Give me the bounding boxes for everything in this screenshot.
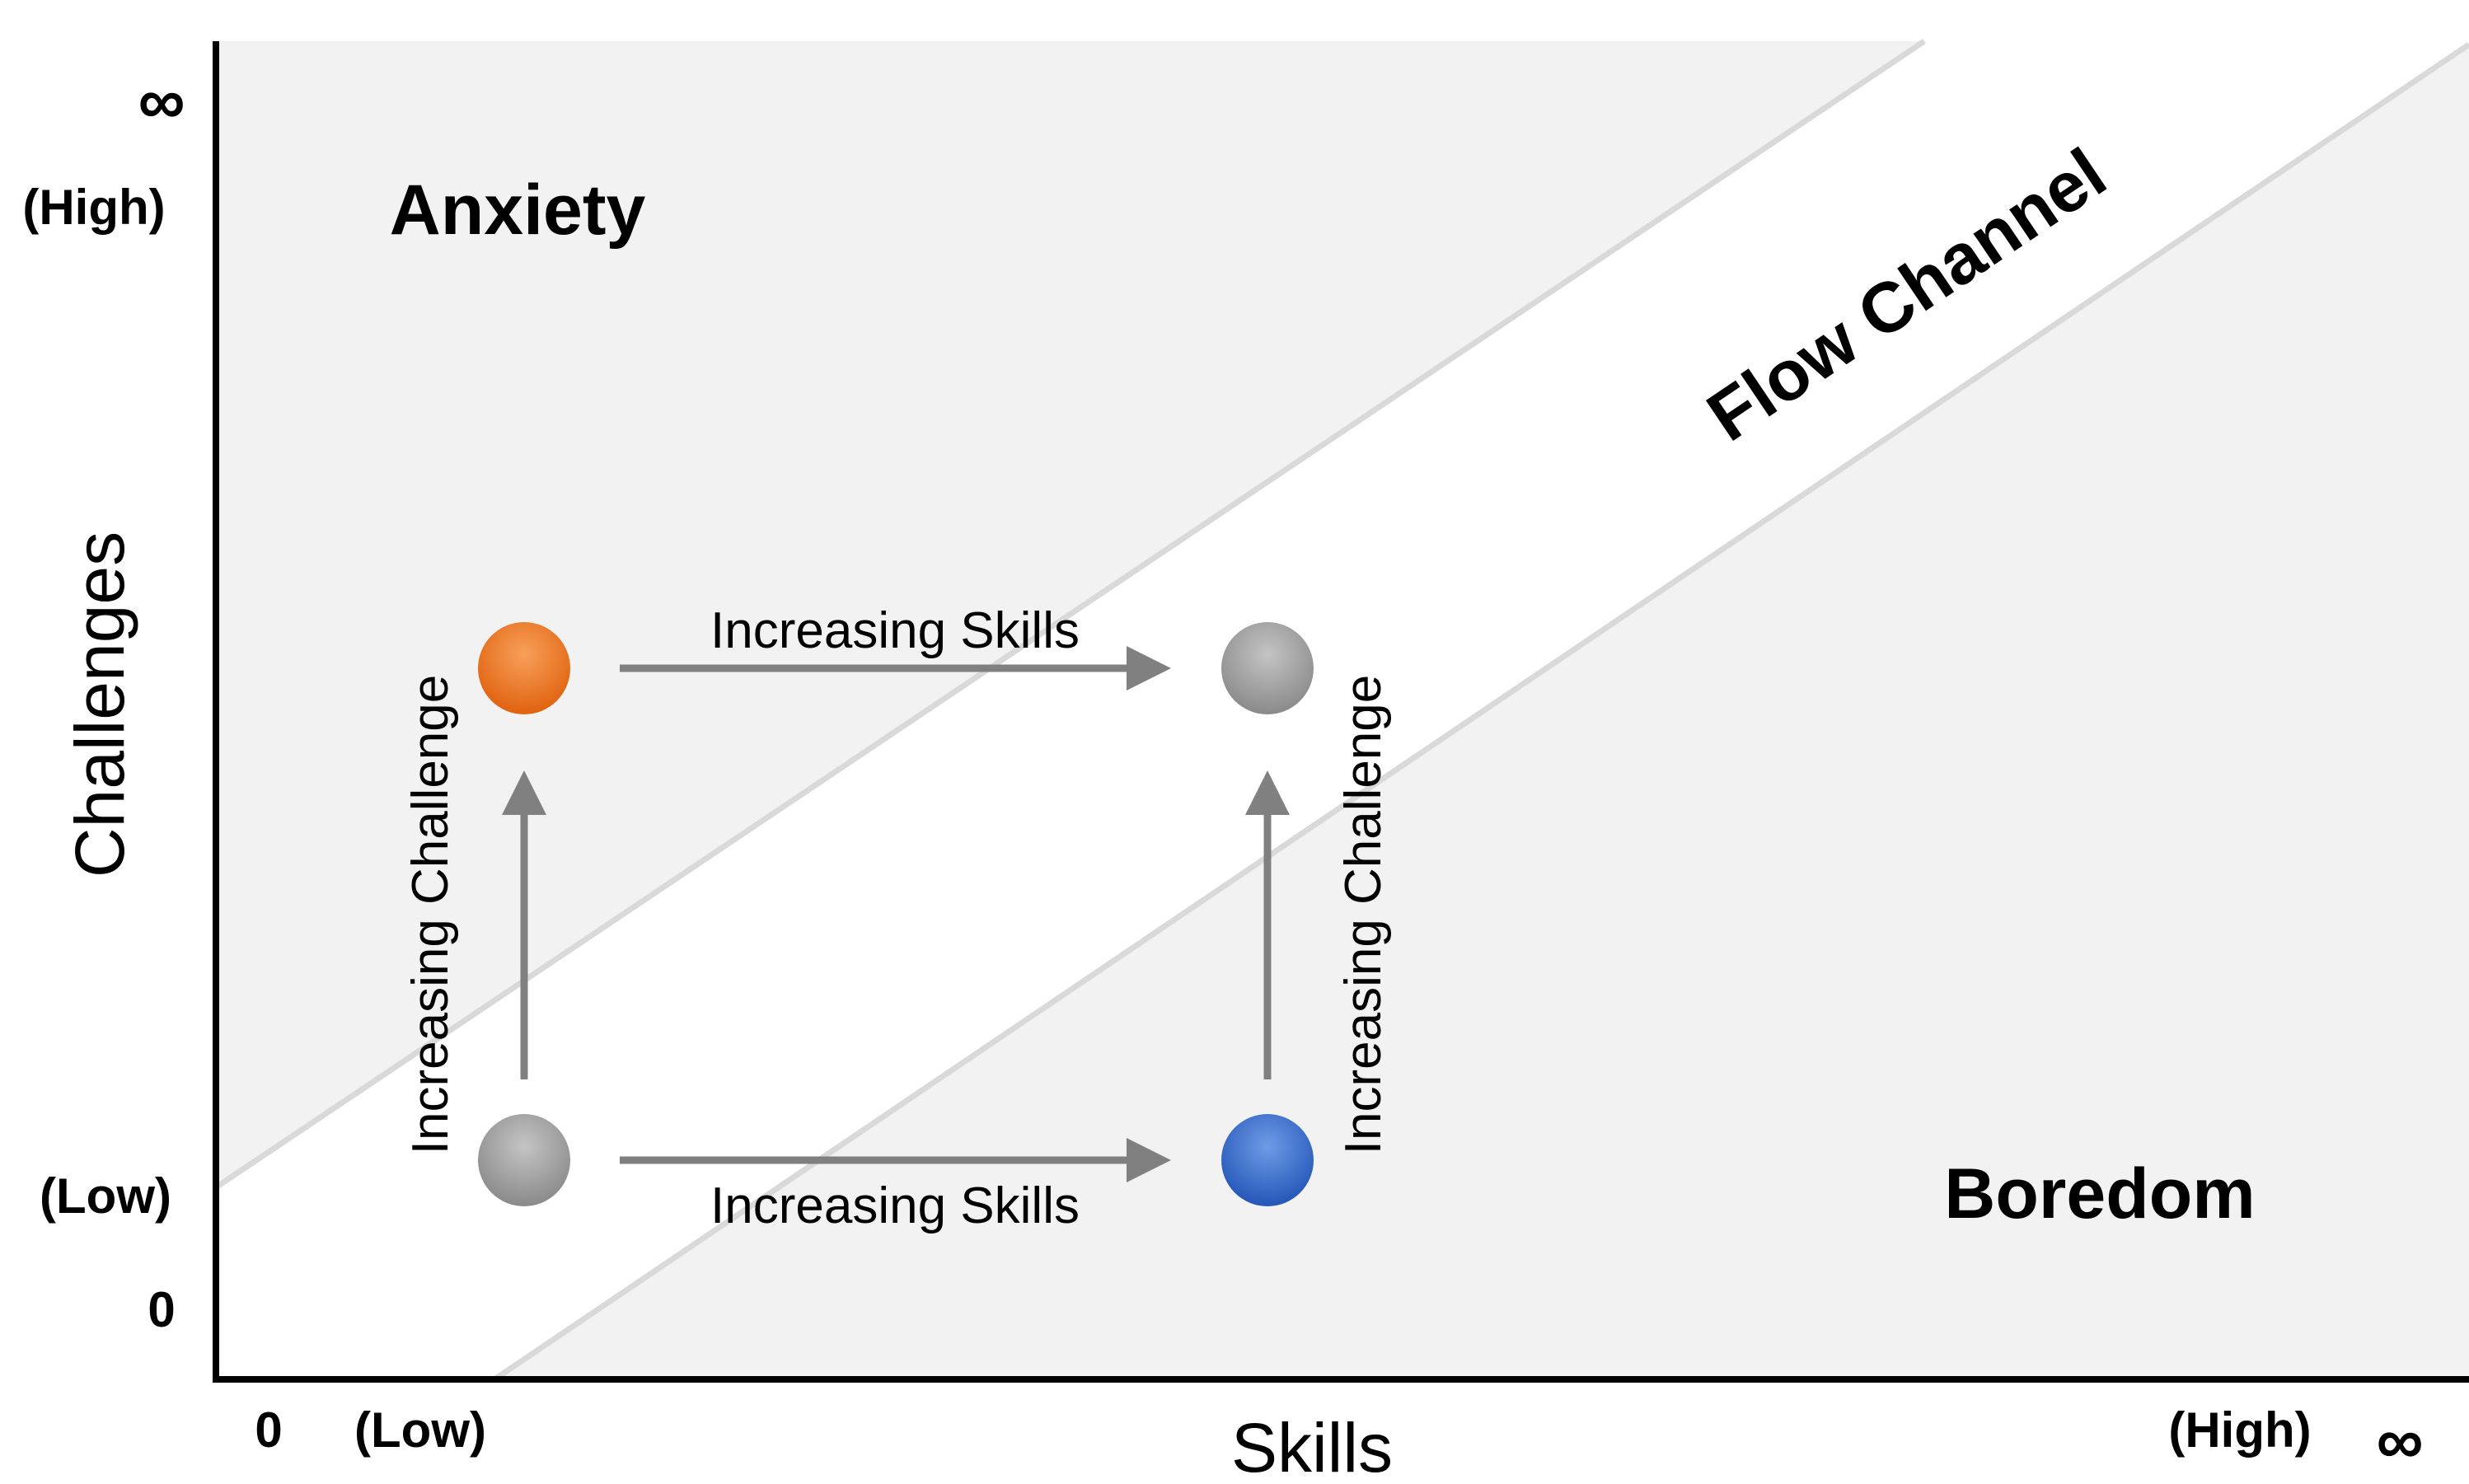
skills-label-top: Increasing Skills: [710, 602, 1080, 659]
x-low-label: (Low): [354, 1402, 486, 1458]
state-circle-orange: [478, 622, 570, 714]
boredom-label: Boredom: [1944, 1154, 2255, 1234]
channel-lower-left: [216, 1187, 494, 1379]
anxiety-boundary-line: [214, 39, 1926, 1190]
x-zero-label: 0: [255, 1402, 282, 1458]
y-axis-title: Challenges: [61, 531, 138, 878]
anxiety-label: Anxiety: [390, 171, 646, 250]
y-infinity-label: ∞: [138, 64, 185, 138]
x-high-label: (High): [2168, 1402, 2311, 1458]
flow-channel-region: [216, 41, 2469, 1379]
y-zero-label: 0: [148, 1282, 175, 1337]
challenge-label-left: Increasing Challenge: [402, 675, 459, 1155]
x-infinity-label: ∞: [2376, 1404, 2423, 1477]
state-circle-gray-top-right: [1221, 622, 1314, 714]
challenge-label-right: Increasing Challenge: [1335, 675, 1392, 1155]
x-axis-title: Skills: [1231, 1409, 1393, 1484]
skills-label-bottom: Increasing Skills: [710, 1177, 1080, 1234]
state-circle-gray-bottom-left: [478, 1114, 570, 1206]
state-circle-blue: [1221, 1114, 1314, 1206]
y-low-label: (Low): [40, 1168, 171, 1224]
y-high-label: (High): [22, 180, 165, 235]
